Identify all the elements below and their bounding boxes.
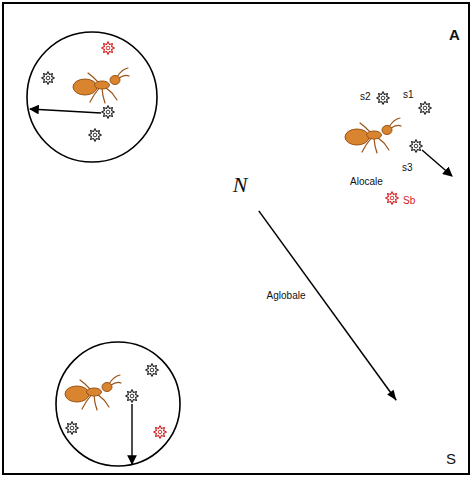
area-label: Aglobale — [266, 291, 307, 301]
text-slot: S — [446, 450, 456, 468]
local-area-circle: s2 s1 s3AlocaleSb — [322, 70, 462, 210]
solution-symbol — [146, 364, 159, 377]
best-solution-symbol — [154, 426, 167, 439]
solution-label: s2 — [360, 92, 371, 102]
arrow-head — [387, 390, 396, 400]
radius-arrow — [422, 150, 452, 176]
solution-label: s1 — [403, 90, 414, 100]
local-area-circle — [27, 32, 157, 162]
solution-symbol — [419, 102, 432, 115]
ant-figure — [65, 375, 121, 410]
text-slot: Aglobale — [266, 285, 307, 303]
text-slot: s1 — [403, 84, 414, 102]
radius-arrow — [30, 109, 101, 113]
nest-sun: N — [208, 153, 272, 217]
text-slot: Alocale — [350, 171, 383, 189]
region-label: S — [446, 451, 456, 466]
circle-outline — [322, 70, 462, 210]
solution-symbol — [126, 390, 139, 403]
text-slot: A — [449, 26, 460, 44]
ellipse-outline — [48, 52, 456, 460]
ant-figure — [73, 68, 129, 103]
global-area-circle: ANs2s1s3AlocaleSb — [48, 52, 456, 460]
connector-line — [259, 211, 396, 400]
solution-label: s3 — [402, 163, 413, 173]
solution-symbol — [66, 422, 79, 435]
solution-symbol — [410, 140, 423, 153]
radius-arrow — [131, 404, 132, 464]
solution-label: Sb — [403, 196, 415, 206]
solution-symbol — [377, 92, 390, 105]
local-area-contents — [345, 92, 452, 205]
solution-symbol — [42, 72, 55, 85]
best-solution-symbol — [386, 192, 399, 205]
region-label: A — [449, 27, 460, 42]
nest-label: N — [233, 174, 248, 196]
area-label: Alocale — [350, 177, 383, 187]
radius-arrow — [259, 211, 396, 400]
text-slot: N — [233, 174, 248, 196]
solution-symbol — [89, 129, 102, 142]
ant-figure — [345, 118, 401, 153]
local-area-circle — [56, 342, 180, 466]
text-slot: s3 — [402, 157, 413, 175]
text-slot: Sb — [403, 190, 415, 208]
text-slot: s2 — [360, 86, 371, 104]
solution-symbol — [102, 106, 115, 119]
best-solution-symbol — [102, 42, 115, 55]
